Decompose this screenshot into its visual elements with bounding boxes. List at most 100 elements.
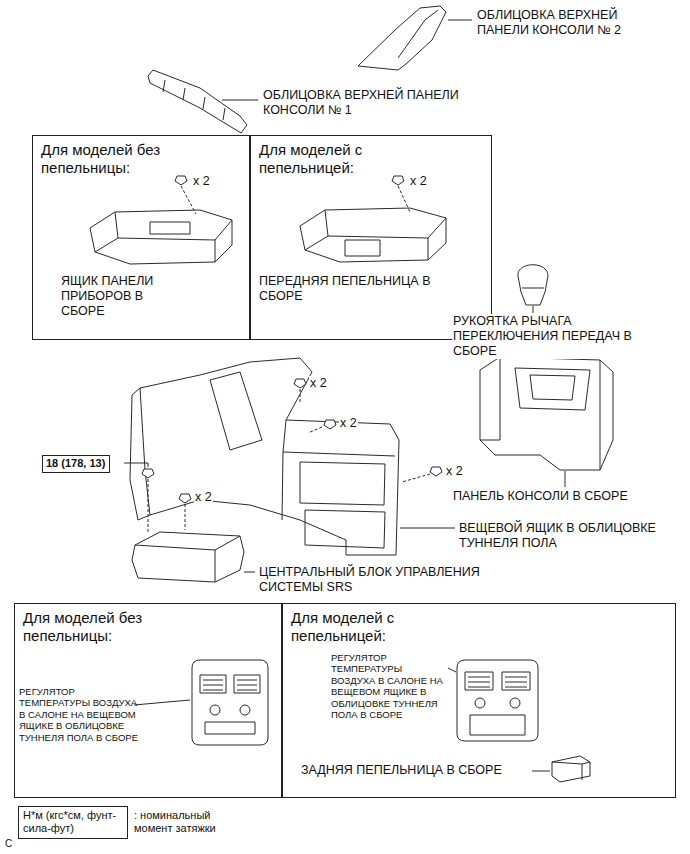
part-name: РЕГУЛЯТОР ТЕМПЕРАТУРЫ ВОЗДУХА В САЛОНЕ Н… xyxy=(19,686,145,743)
rear-vent-panel-part xyxy=(475,698,485,708)
torque-value: 18 (178, 13) xyxy=(46,457,105,470)
bolt-symbol-part xyxy=(294,379,306,388)
upper-trim-1-part xyxy=(148,70,247,133)
floor-console xyxy=(130,358,399,555)
instrument-panel-box-part xyxy=(90,210,232,264)
leader-line xyxy=(400,528,455,529)
rear-ashtray xyxy=(552,756,590,782)
upper-trim-1 xyxy=(148,70,247,133)
shift-knob-part xyxy=(522,288,544,289)
parts-illustration-part xyxy=(90,6,613,782)
rear-vent-panel-part xyxy=(205,722,255,734)
floor-console-part xyxy=(130,358,399,555)
variant-frame: Для моделей без пепельницы:x 2ЯЩИК ПАНЕЛ… xyxy=(32,135,250,340)
leader-line xyxy=(533,306,534,313)
part-name: ЦЕНТРАЛЬНЫЙ БЛОК УПРАВЛЕНИЯ СИСТЕМЫ SRS xyxy=(258,565,510,595)
bolt-symbol-part xyxy=(392,176,404,185)
console-panel-part xyxy=(480,357,600,470)
rear-vent-panel-part xyxy=(470,715,525,735)
bolt-symbol-part xyxy=(179,494,191,503)
bolt-symbol xyxy=(175,176,196,214)
rear-vent-panel-part xyxy=(192,660,268,745)
part-name: ОБЛИЦОВКА ВЕРХНЕЙ ПАНЕЛИ КОНСОЛИ № 1 xyxy=(262,88,494,118)
part-name: ПЕРЕДНЯЯ ПЕПЕЛЬНИЦА В СБОРЕ xyxy=(259,274,434,304)
quantity-label: x 2 xyxy=(339,416,358,431)
torque-legend-box: Н*м (кгс*см, фунт-сила-фут): номинальный… xyxy=(18,806,128,839)
variant-frame: Для моделей без пепельницы: РЕГУЛЯТОР ТЕМ… xyxy=(14,603,282,798)
variant-frame: Для моделей с пепельницей:РЕГУЛЯТОР ТЕМП… xyxy=(282,603,676,798)
rear-vent-panel-part xyxy=(240,705,250,715)
leader-line xyxy=(222,100,258,101)
leader-line xyxy=(134,700,190,705)
bolt-symbol xyxy=(308,420,336,433)
console-panel xyxy=(480,357,613,470)
quantity-label: x 2 xyxy=(194,490,213,505)
part-name: ПАНЕЛЬ КОНСОЛИ В СБОРЕ xyxy=(452,489,679,504)
instrument-panel-box-part xyxy=(150,222,190,234)
bolt-symbol xyxy=(294,379,306,404)
variant-heading: Для моделей без пепельницы: xyxy=(23,609,193,645)
upper-trim-1-part xyxy=(163,80,225,120)
floor-console-part xyxy=(210,372,262,450)
upper-trim-2-part xyxy=(358,6,446,70)
bolt-symbol-part xyxy=(185,504,186,530)
srs-unit-part xyxy=(135,536,240,582)
torque-legend-text: : номинальный момент затяжки xyxy=(134,809,246,835)
leader-line xyxy=(448,20,472,21)
bolt-symbol-part xyxy=(300,389,301,404)
srs-unit xyxy=(132,532,244,582)
front-ashtray-part xyxy=(305,210,446,260)
bolt-symbol-part xyxy=(181,186,196,214)
part-name: РУКОЯТКА РЫЧАГА ПЕРЕКЛЮЧЕНИЯ ПЕРЕДАЧ В С… xyxy=(452,314,679,359)
bolt-symbol-part xyxy=(430,467,442,476)
rear-ashtray-part xyxy=(552,756,590,782)
rear-vent-panel-part xyxy=(210,705,220,715)
variant-heading: Для моделей с пепельницей: xyxy=(291,609,491,645)
rear-vent-panel-part xyxy=(510,698,520,708)
console-panel-part xyxy=(530,375,575,400)
quantity-label: x 2 xyxy=(410,174,440,189)
leader-line xyxy=(448,668,456,672)
bolt-symbol-part xyxy=(398,186,410,212)
upper-trim-2-part xyxy=(398,10,438,58)
bolt-symbol-part xyxy=(324,420,336,429)
variant-frame: Для моделей с пепельницей:x 2 ПЕРЕДНЯЯ ПЕ… xyxy=(250,135,492,340)
part-name: ВЕЩЕВОЙ ЯЩИК В ОБЛИЦОВКЕ ТУННЕЛЯ ПОЛА xyxy=(458,521,680,551)
floor-console-part xyxy=(305,510,385,548)
bolt-symbol xyxy=(179,494,191,530)
bolt-symbol xyxy=(142,469,154,534)
console-panel-part xyxy=(480,357,613,470)
bolt-symbol-part xyxy=(148,479,149,534)
part-name: ЗАДНЯЯ ПЕПЕЛЬНИЦА В СБОРЕ xyxy=(301,763,541,778)
bolt-symbol-part xyxy=(402,474,430,482)
floor-console-part xyxy=(300,462,385,505)
torque-box: 18 (178, 13) xyxy=(42,455,110,473)
torque-unit: Н*м (кгс*см, фунт-сила-фут) xyxy=(23,809,123,835)
front-ashtray xyxy=(300,208,446,262)
shift-knob xyxy=(518,265,548,305)
variant-heading: Для моделей с пепельницей: xyxy=(259,141,439,177)
floor-console-part xyxy=(282,420,395,520)
instrument-panel-box-part xyxy=(95,212,232,262)
part-name: ОБЛИЦОВКА ВЕРХНЕЙ ПАНЕЛИ КОНСОЛИ № 2 xyxy=(476,8,668,38)
instrument-panel-box xyxy=(90,210,232,264)
shift-knob-part xyxy=(518,265,548,305)
bolt-symbol xyxy=(392,176,410,212)
rear-vent-panel xyxy=(457,660,538,741)
bolt-symbol-part xyxy=(175,176,187,185)
bolt-symbol xyxy=(402,467,442,482)
rear-vent-panel-part xyxy=(457,660,538,741)
quantity-label: x 2 xyxy=(445,464,464,479)
variant-heading: Для моделей без пепельницы: xyxy=(41,141,211,177)
leader-line xyxy=(532,771,550,772)
quantity-label: x 2 xyxy=(193,174,223,189)
leader-line xyxy=(148,463,149,467)
rear-ashtray-part xyxy=(552,762,590,780)
leader-line xyxy=(124,463,148,464)
console-panel-part xyxy=(515,368,590,410)
quantity-label: x 2 xyxy=(309,376,328,391)
rear-vent-panel-part xyxy=(203,680,257,690)
figure-code: C xyxy=(4,838,13,850)
upper-trim-2 xyxy=(358,6,446,70)
